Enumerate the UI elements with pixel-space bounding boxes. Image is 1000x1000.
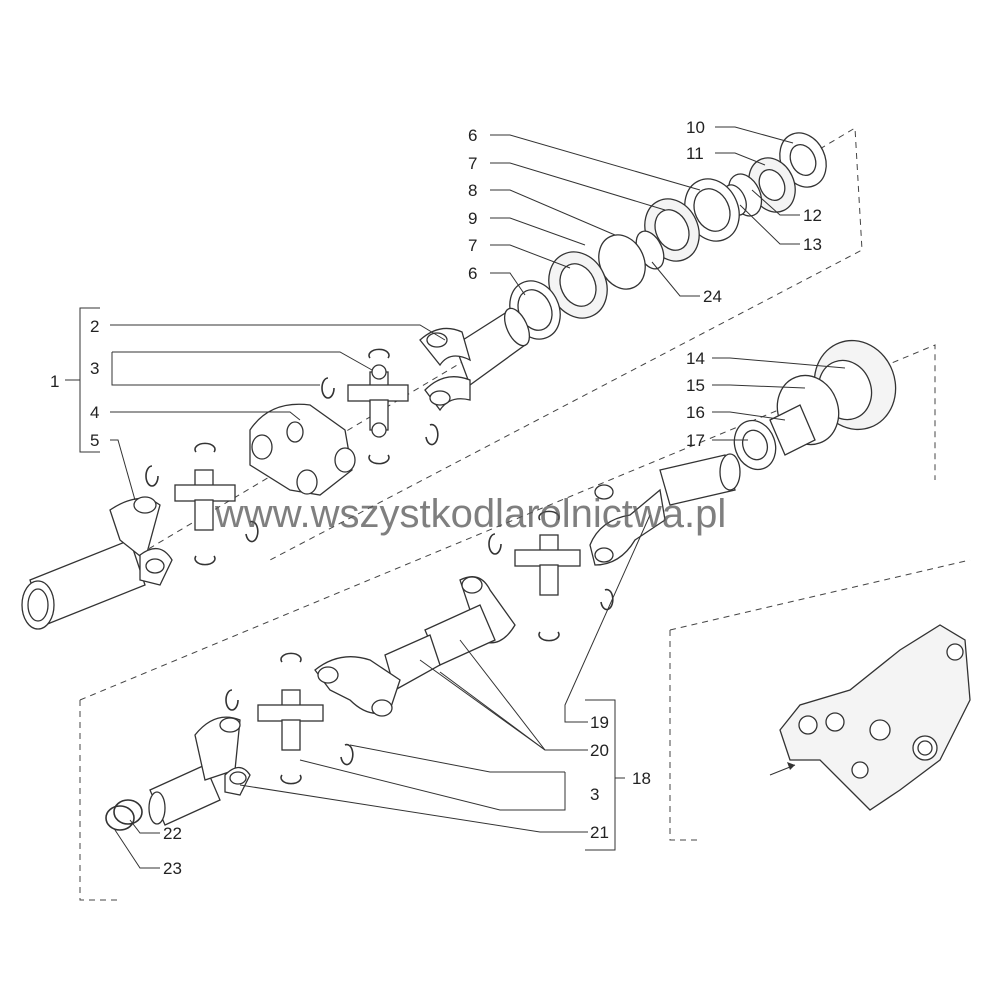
label-9: 9 — [468, 209, 477, 228]
watermark-text: www.wszystkodlarolnictwa.pl — [214, 492, 726, 536]
yoke-shaft-left — [21, 442, 259, 630]
label-23: 23 — [163, 859, 182, 878]
gear-hub-assembly — [733, 339, 897, 471]
label-20: 20 — [590, 741, 609, 760]
bearing-assembly — [509, 132, 827, 340]
telescopic-shaft — [314, 576, 516, 717]
label-13: 13 — [803, 235, 822, 254]
label-14: 14 — [686, 349, 705, 368]
spider-cross-middle — [488, 510, 614, 642]
spider-cross-upper — [321, 348, 439, 465]
label-6-top: 6 — [468, 126, 477, 145]
yoke-shaft-lower-left — [105, 652, 354, 831]
label-21: 21 — [590, 823, 609, 842]
arrow-head-icon — [787, 762, 795, 770]
label-5: 5 — [90, 431, 99, 450]
label-15: 15 — [686, 376, 705, 395]
yoke-shaft-lower-right — [589, 453, 741, 566]
label-4: 4 — [90, 403, 99, 422]
label-10: 10 — [686, 118, 705, 137]
label-1: 1 — [50, 372, 59, 391]
label-3-upper: 3 — [90, 359, 99, 378]
leader-lines — [65, 126, 846, 869]
yoke-shaft-upper — [419, 307, 531, 412]
part-number-labels: 1 2 3 4 5 6 7 8 9 7 6 10 11 12 13 24 14 … — [50, 118, 822, 878]
label-16: 16 — [686, 403, 705, 422]
label-8: 8 — [468, 181, 477, 200]
axle-housing — [769, 624, 971, 811]
label-3-lower: 3 — [590, 785, 599, 804]
label-7-bottom: 7 — [468, 236, 477, 255]
label-2: 2 — [90, 317, 99, 336]
center-housing — [249, 403, 356, 496]
label-17: 17 — [686, 431, 705, 450]
label-6-bottom: 6 — [468, 264, 477, 283]
label-24: 24 — [703, 287, 722, 306]
label-12: 12 — [803, 206, 822, 225]
label-19: 19 — [590, 713, 609, 732]
label-11: 11 — [686, 144, 704, 163]
label-7-top: 7 — [468, 154, 477, 173]
label-18: 18 — [632, 769, 651, 788]
label-22: 22 — [163, 824, 182, 843]
